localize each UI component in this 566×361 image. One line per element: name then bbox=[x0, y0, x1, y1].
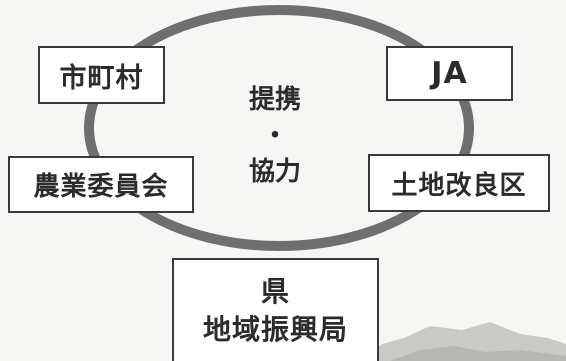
ja-box: JA bbox=[386, 46, 513, 101]
cooperation-ellipse bbox=[84, 5, 474, 251]
prefecture-regional-office-box: 県 地域振興局 bbox=[172, 258, 379, 361]
municipality-box: 市町村 bbox=[38, 46, 165, 104]
prefecture-label: 県 bbox=[260, 274, 290, 308]
cooperation-label: 提携 ・ 協力 bbox=[223, 82, 327, 190]
cooperation-label-line1: 提携 bbox=[248, 85, 301, 115]
land-improvement-district-box: 土地改良区 bbox=[368, 154, 550, 212]
agricultural-committee-box: 農業委員会 bbox=[8, 156, 194, 213]
background-hills-near bbox=[390, 346, 566, 361]
cooperation-label-line3: 協力 bbox=[248, 157, 301, 187]
cooperation-label-dot: ・ bbox=[261, 121, 288, 151]
regional-office-label: 地域振興局 bbox=[202, 312, 348, 346]
